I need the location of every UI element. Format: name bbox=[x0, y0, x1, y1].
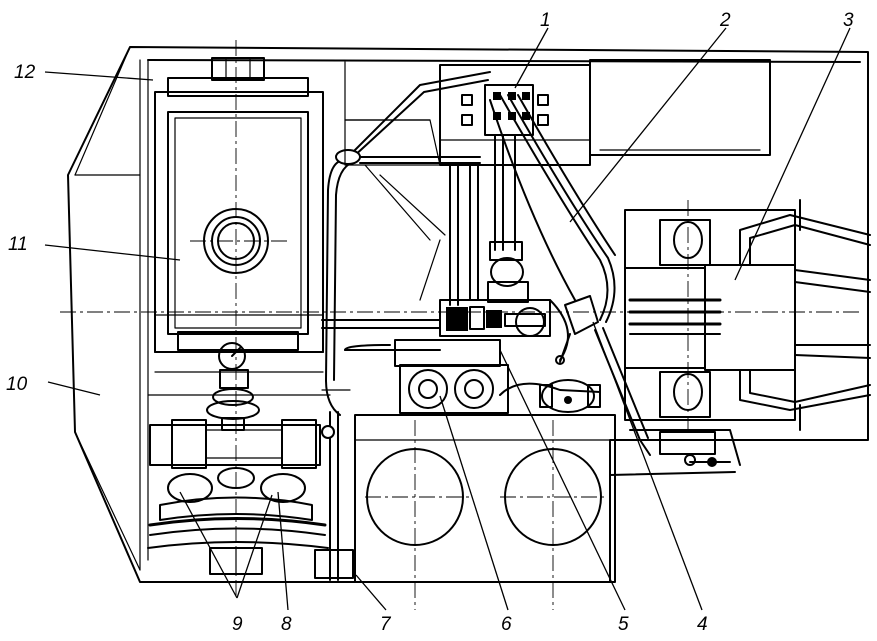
pulley-8 bbox=[147, 467, 329, 575]
reducer-block bbox=[149, 419, 321, 469]
callout-5: 5 bbox=[618, 614, 629, 635]
terminal-block-3 bbox=[624, 199, 871, 431]
outlet-lines bbox=[609, 429, 741, 476]
filter bbox=[539, 379, 601, 413]
callout-1: 1 bbox=[540, 10, 551, 31]
callout-10: 10 bbox=[6, 374, 28, 395]
tank-11 bbox=[154, 111, 324, 351]
distributor bbox=[439, 299, 569, 361]
callout-6: 6 bbox=[501, 614, 512, 635]
hopper bbox=[344, 119, 446, 301]
valve-block-1 bbox=[439, 59, 771, 166]
callout-3: 3 bbox=[843, 10, 854, 31]
callout-2: 2 bbox=[719, 10, 731, 31]
callout-12: 12 bbox=[14, 62, 36, 83]
callout-9: 9 bbox=[232, 614, 243, 635]
feed-tubes bbox=[449, 94, 616, 323]
callout-11: 11 bbox=[8, 234, 28, 255]
callout-leaders bbox=[44, 27, 851, 611]
callout-7: 7 bbox=[380, 614, 392, 635]
upper-unit-12 bbox=[154, 57, 324, 353]
valve-4 bbox=[555, 295, 651, 456]
pump-6 bbox=[344, 339, 601, 414]
callout-labels: 1 2 3 4 5 6 7 8 9 10 11 12 bbox=[6, 10, 854, 635]
callout-4: 4 bbox=[697, 614, 708, 635]
valve-2 bbox=[487, 241, 529, 303]
lower-tanks-7 bbox=[314, 414, 616, 583]
callout-8: 8 bbox=[281, 614, 292, 635]
